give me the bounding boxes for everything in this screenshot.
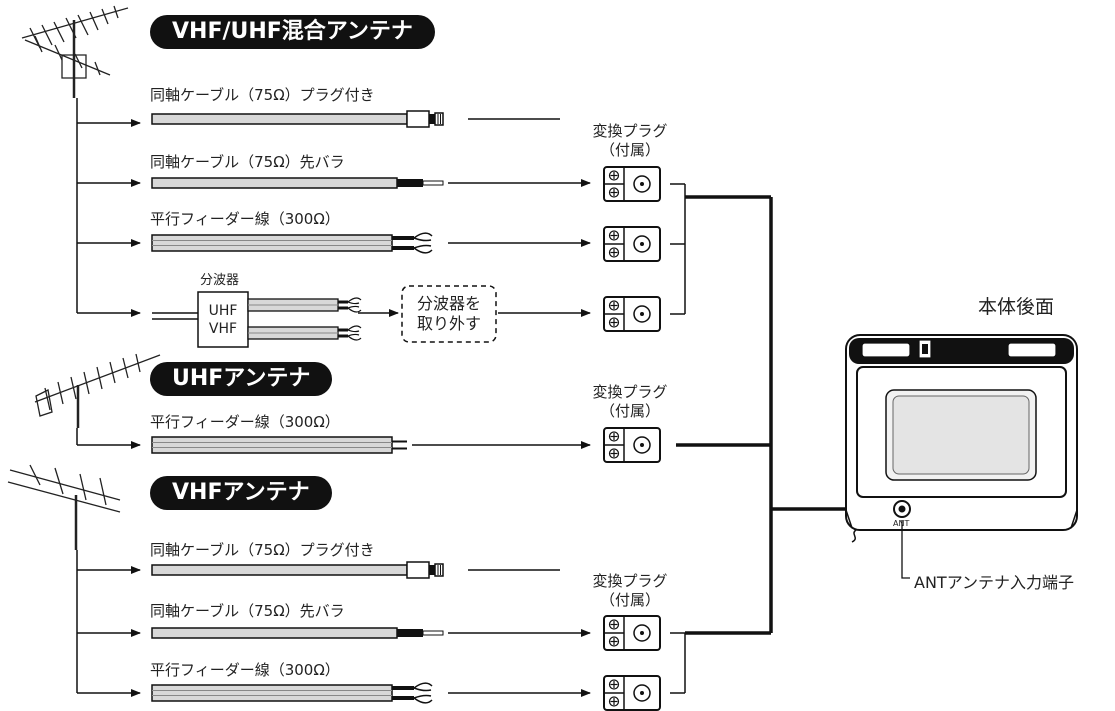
coax-bare-cable-2 [151,627,444,639]
tv-rear-title: 本体後面 [978,296,1055,318]
remove-splitter-line2: 取り外す [416,314,481,333]
mixed-antenna-wiring [76,98,141,317]
mixed-antenna-label: VHF/UHF混合アンテナ [150,15,435,49]
converter-plug-uhf [603,427,661,463]
converter-plug-2 [603,226,661,262]
converter-label-2b: （付属） [599,402,660,420]
converter-plug-1 [603,166,661,202]
remove-splitter-line1: 分波器を [416,294,481,313]
feeder-cable-uhf [151,436,408,454]
coax-plug-label-2: 同軸ケーブル（75Ω）プラグ付き [150,541,375,559]
converter-plug-4 [603,615,661,651]
ant-jack-small-label: ANT [893,519,910,528]
ant-input-jack [893,500,911,579]
converter-plug-3 [603,296,661,332]
converter-label-2a: 変換プラグ [592,383,668,401]
vhf-antenna-label: VHFアンテナ [150,476,332,510]
converter-label-1b: （付属） [599,141,660,159]
splitter-uhf-label: UHF [208,303,238,319]
splitter-device [152,291,363,348]
coax-plug-cable-2 [151,561,444,579]
feeder-cable-2 [150,681,434,705]
coax-plug-cable-1 [151,110,444,128]
feeder-label-1: 平行フィーダー線（300Ω） [150,210,340,228]
converter-plug-5 [603,675,661,711]
feeder-label-2: 平行フィーダー線（300Ω） [150,661,340,679]
coax-plug-label-1: 同軸ケーブル（75Ω）プラグ付き [150,86,375,104]
coax-bare-label-2: 同軸ケーブル（75Ω）先バラ [150,602,345,620]
coax-bare-label-1: 同軸ケーブル（75Ω）先バラ [150,153,345,171]
feeder-label-uhf: 平行フィーダー線（300Ω） [150,413,340,431]
ant-terminal-label: ANTアンテナ入力端子 [914,573,1075,592]
converter-label-3b: （付属） [599,591,660,609]
converter-label-3a: 変換プラグ [592,572,668,590]
splitter-title: 分波器 [200,273,240,288]
vhf-antenna-icon [7,464,121,550]
uhf-antenna-icon [34,353,161,428]
vhf-uhf-antenna-icon [21,5,129,98]
feeder-cable-1 [150,231,434,255]
converter-label-1a: 変換プラグ [592,122,668,140]
tv-rear-body [845,334,1078,543]
uhf-antenna-label: UHFアンテナ [150,362,333,396]
splitter-vhf-label: VHF [208,321,238,337]
coax-bare-cable-1 [151,177,444,189]
